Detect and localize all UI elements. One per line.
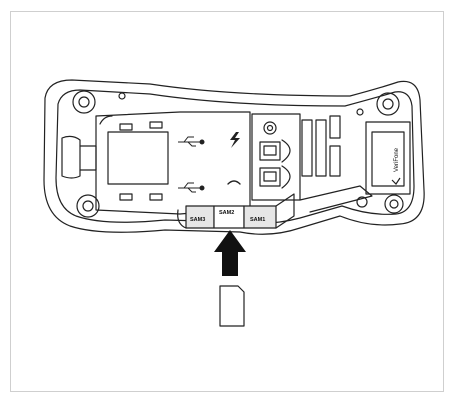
port-cable-guide-2 (281, 165, 291, 189)
screw-tl (78, 96, 90, 108)
screw-ring-br (384, 194, 404, 214)
usb-icon (178, 136, 205, 147)
battery-label-area (107, 131, 169, 185)
battery-tab-3 (119, 193, 133, 201)
label-sticker-inner (371, 131, 405, 187)
usb-icon (178, 182, 205, 193)
power-jack (263, 121, 277, 135)
lightning-icon (230, 132, 240, 148)
ethernet-port-1-inner (263, 145, 277, 156)
ethernet-port-1 (259, 141, 281, 161)
cable-slot-2 (315, 119, 327, 177)
cable-slot-1 (301, 119, 313, 177)
sam3-label: SAM3 (190, 217, 205, 223)
sam-card-icon (219, 285, 245, 327)
screw-bl (82, 200, 94, 212)
device-inner-rim (55, 89, 415, 224)
port-cable-guide-1 (281, 139, 291, 163)
screw-small-2 (356, 108, 364, 116)
label-sticker (365, 121, 411, 195)
phone-icon (227, 180, 241, 185)
screw-ring-bl (76, 194, 100, 218)
screw-br (389, 199, 399, 209)
left-grip (61, 135, 81, 179)
screw-small-3 (356, 196, 368, 208)
device-body (43, 79, 425, 235)
ethernet-port-2 (259, 167, 281, 187)
brand-label: VeriFone (394, 147, 400, 172)
screw-tr (382, 98, 394, 110)
screw-ring-tr (376, 92, 400, 116)
cable-slot-4 (329, 145, 341, 177)
compartment-corner (99, 115, 113, 125)
sam2-label: SAM2 (219, 210, 234, 216)
battery-tab-4 (149, 193, 163, 201)
power-jack-pin (266, 124, 274, 132)
sam1-label: SAM1 (250, 217, 265, 223)
ethernet-port-2-inner (263, 171, 277, 182)
screw-ring-tl (72, 90, 96, 114)
screw-small-1 (118, 92, 126, 100)
battery-tab-2 (149, 121, 163, 129)
arrow-up-icon (214, 230, 246, 276)
sam-slot-edge-left (177, 209, 187, 229)
port-panel (251, 113, 301, 201)
cable-slot-3 (329, 115, 341, 139)
brand-logo-icon (391, 177, 401, 185)
battery-tab-1 (119, 123, 133, 131)
sam-slot-edge-right (275, 193, 295, 229)
